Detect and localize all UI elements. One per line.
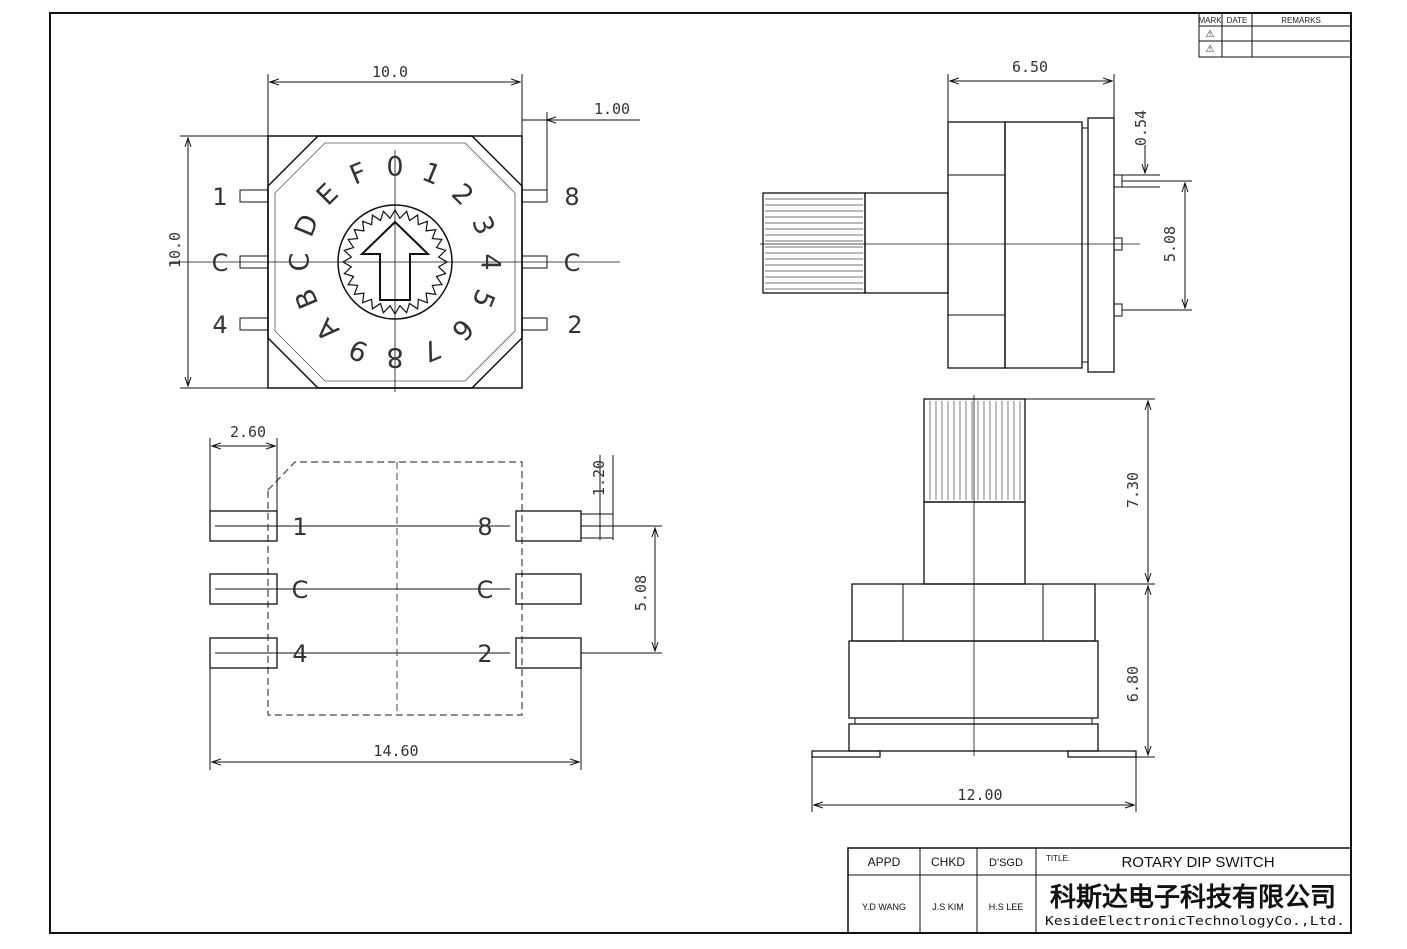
- front-base-width-dim: 12.00: [957, 786, 1002, 804]
- side-body-front: [947, 121, 1006, 369]
- side-pitch-dim: 5.08: [1161, 226, 1179, 262]
- top-pin-label-c-right: C: [564, 249, 581, 277]
- bottom-view: 1 C 4 8 C 2 2.60 1.20 5.08 14.60: [209, 423, 662, 770]
- dial-label: 9: [345, 332, 373, 367]
- company-name-en: KesideElectronicTechnologyCo.,Ltd.: [1045, 914, 1345, 928]
- chkd-name: J.S KIM: [932, 902, 964, 912]
- front-shaft-knurl: [923, 398, 1026, 503]
- top-pin-label-4: 4: [212, 311, 227, 339]
- rev-row2-mark: ⚠: [1206, 44, 1215, 55]
- pin-right-2: [521, 317, 548, 331]
- pin-left-1: [239, 189, 269, 203]
- side-view: 6.50 0.54 5.08: [760, 58, 1192, 373]
- appd-label: APPD: [868, 855, 901, 869]
- drawing-title: ROTARY DIP SWITCH: [1121, 854, 1274, 871]
- rev-header-mark: MARK: [1198, 16, 1222, 25]
- side-body-rear: [1004, 121, 1083, 369]
- side-pin-thickness-dim: 0.54: [1132, 110, 1150, 146]
- bottom-pin-label-8: 8: [477, 513, 492, 541]
- dial-label: E: [311, 178, 345, 212]
- dial-label: 7: [418, 332, 446, 367]
- top-pin-label-1: 1: [212, 183, 227, 211]
- dial-label: 3: [465, 212, 500, 240]
- title-block: APPD CHKD D'SGD TITLE. ROTARY DIP SWITCH…: [847, 847, 1352, 934]
- side-width-dim: 6.50: [1012, 58, 1048, 76]
- pin-right-c: [521, 255, 548, 269]
- pin-left-c: [239, 255, 269, 269]
- front-view: 7.30 6.80 12.00: [811, 395, 1155, 812]
- front-body-height-dim: 6.80: [1124, 666, 1142, 702]
- front-lead-left: [811, 750, 881, 758]
- front-base: [848, 723, 1099, 752]
- dial-octagon: [267, 135, 523, 389]
- top-width-dim: 10.0: [372, 63, 408, 81]
- front-lead-right: [1067, 750, 1137, 758]
- bottom-pad-height-dim: 1.20: [590, 460, 608, 496]
- dial-label: D: [289, 210, 326, 241]
- appd-name: Y.D WANG: [862, 902, 906, 912]
- pad-right-2: [515, 637, 582, 669]
- dsgd-name: H.S LEE: [989, 902, 1024, 912]
- side-shaft: [864, 192, 949, 294]
- front-body-upper: [851, 583, 1096, 642]
- dial-label: 1: [418, 157, 446, 192]
- dial-label: F: [345, 157, 371, 192]
- bottom-pitch-dim: 5.08: [632, 575, 650, 611]
- top-pin-label-c-left: C: [212, 249, 229, 277]
- bottom-pin-label-c-right: C: [477, 576, 494, 604]
- bottom-pin-label-1: 1: [292, 513, 307, 541]
- dial-label: 4: [475, 253, 506, 270]
- pin-right-8: [521, 189, 548, 203]
- dsgd-label: D'SGD: [989, 857, 1023, 869]
- rev-header-remarks: REMARKS: [1281, 16, 1321, 25]
- sheet-border: [49, 12, 1352, 934]
- revision-table: MARK DATE REMARKS ⚠ ⚠: [1198, 12, 1352, 58]
- title-label: TITLE.: [1046, 854, 1070, 863]
- bottom-pin-label-c-left: C: [292, 576, 309, 604]
- top-pin-label-8: 8: [564, 183, 579, 211]
- dial-label: 2: [445, 178, 479, 212]
- side-shaft-knurl: [762, 192, 866, 294]
- dial-label: B: [289, 284, 325, 313]
- pin-left-4: [239, 317, 269, 331]
- top-height-dim: 10.0: [166, 232, 184, 268]
- dial-label: 5: [465, 285, 500, 313]
- bottom-pad-width-dim: 2.60: [230, 423, 266, 441]
- side-base: [1087, 117, 1115, 373]
- front-shaft: [923, 501, 1026, 585]
- company-name-cn: 科斯达电子科技有限公司: [1050, 883, 1336, 913]
- top-pin-label-2: 2: [567, 311, 582, 339]
- dial-label: 0: [386, 152, 403, 183]
- dial-label: 6: [445, 312, 479, 346]
- dial-label: 8: [386, 342, 403, 373]
- rev-header-date: DATE: [1227, 16, 1248, 25]
- chkd-label: CHKD: [931, 855, 965, 869]
- front-shaft-height-dim: 7.30: [1124, 472, 1142, 508]
- bottom-pin-label-2: 2: [477, 640, 492, 668]
- front-body-lower: [848, 640, 1099, 719]
- bottom-total-width-dim: 14.60: [373, 742, 418, 760]
- pad-right-8: [515, 510, 582, 542]
- bottom-pin-label-4: 4: [292, 640, 307, 668]
- dial-label: C: [285, 253, 316, 272]
- dial-label: A: [310, 311, 345, 346]
- top-pin-offset-dim: 1.00: [594, 100, 630, 118]
- rev-row1-mark: ⚠: [1206, 29, 1215, 40]
- pad-right-c: [515, 573, 582, 605]
